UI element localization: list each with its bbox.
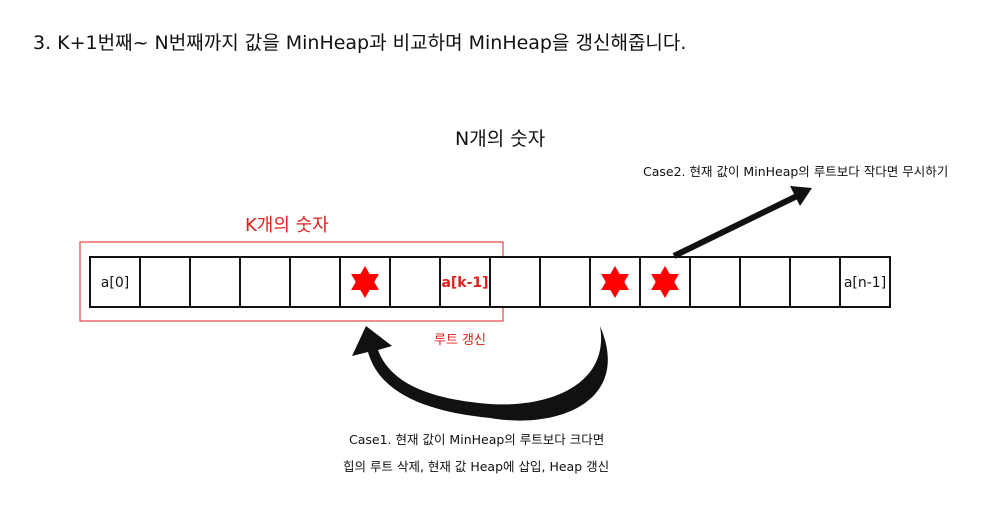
case1-curved-arrow — [352, 326, 608, 421]
array-cell — [289, 256, 341, 308]
case1-note-line2: 힙의 루트 삭제, 현재 값 Heap에 삽입, Heap 갱신 — [343, 459, 610, 474]
array-cell — [539, 256, 591, 308]
star-marker — [601, 274, 629, 298]
array-cell-label: a[n-1] — [844, 275, 886, 291]
array-cell — [239, 256, 291, 308]
array-cell — [689, 256, 741, 308]
array-cell — [789, 256, 841, 308]
array-label: N개의 숫자 — [455, 128, 546, 150]
root-update-label: 루트 갱신 — [434, 333, 486, 348]
array-cell-label: a[0] — [101, 275, 129, 291]
array-cells: a[0] a[k-1] a[n-1] — [89, 256, 891, 308]
array-cell — [189, 256, 241, 308]
array-cell — [439, 256, 491, 308]
case2-arrow-head — [790, 186, 812, 206]
step-title: 3. K+1번째~ N번째까지 값을 MinHeap과 비교하며 MinHeap… — [33, 32, 687, 54]
array-cell — [489, 256, 541, 308]
array-cell — [389, 256, 441, 308]
array-cell — [139, 256, 191, 308]
case2-arrow-shaft — [672, 193, 799, 259]
array-cell — [739, 256, 791, 308]
array-cell-label: a[k-1] — [441, 275, 488, 291]
array-cell — [839, 256, 891, 308]
star-marker — [351, 274, 379, 298]
star-marker — [651, 274, 679, 298]
case2-note: Case2. 현재 값이 MinHeap의 루트보다 작다면 무시하기 — [643, 164, 949, 179]
case1-note-line1: Case1. 현재 값이 MinHeap의 루트보다 크다면 — [349, 432, 605, 447]
window-label: K개의 숫자 — [245, 215, 329, 236]
